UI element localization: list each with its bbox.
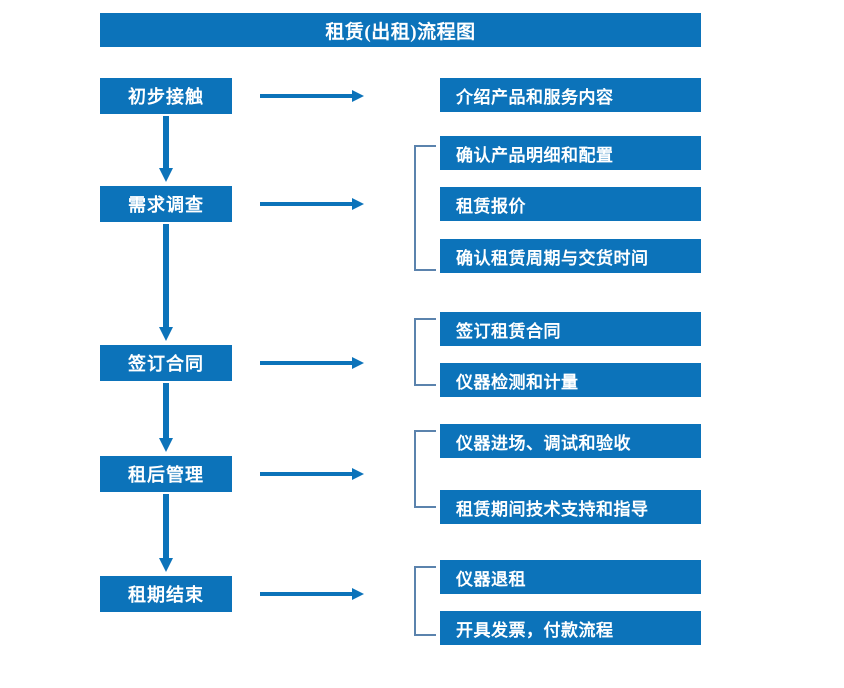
detail-box-rental-quotation[interactable]: 租赁报价 [440, 187, 701, 221]
detail-box-sign-lease-contract[interactable]: 签订租赁合同 [440, 312, 701, 346]
detail-box-confirm-product-spec[interactable]: 确认产品明细和配置 [440, 136, 701, 170]
detail-box-instrument-delivery[interactable]: 仪器进场、调试和验收 [440, 424, 701, 458]
down-arrow-icon-2 [152, 224, 180, 343]
stage-box-initial-contact[interactable]: 初步接触 [100, 78, 232, 114]
stage-box-lease-end[interactable]: 租期结束 [100, 576, 232, 612]
right-arrow-icon-5 [260, 585, 365, 603]
detail-box-confirm-lease-period[interactable]: 确认租赁周期与交货时间 [440, 239, 701, 273]
detail-box-invoice-payment[interactable]: 开具发票，付款流程 [440, 611, 701, 645]
group-bracket-icon-demand-survey [414, 145, 436, 271]
stage-box-sign-contract[interactable]: 签订合同 [100, 345, 232, 381]
down-arrow-icon-3 [152, 383, 180, 454]
down-arrow-icon-4 [152, 494, 180, 574]
right-arrow-icon-2 [260, 195, 365, 213]
right-arrow-icon-4 [260, 465, 365, 483]
right-arrow-icon-1 [260, 87, 365, 105]
stage-box-demand-survey[interactable]: 需求调查 [100, 186, 232, 222]
right-arrow-icon-3 [260, 354, 365, 372]
page-title: 租赁(出租)流程图 [100, 13, 701, 47]
group-bracket-icon-post-rental [414, 430, 436, 508]
detail-box-instrument-return[interactable]: 仪器退租 [440, 560, 701, 594]
group-bracket-icon-lease-end [414, 566, 436, 636]
stage-box-post-rental-management[interactable]: 租后管理 [100, 456, 232, 492]
group-bracket-icon-sign-contract [414, 318, 436, 386]
detail-box-introduce-products[interactable]: 介绍产品和服务内容 [440, 78, 701, 112]
down-arrow-icon-1 [152, 116, 180, 184]
detail-box-instrument-inspection[interactable]: 仪器检测和计量 [440, 363, 701, 397]
detail-box-technical-support[interactable]: 租赁期间技术支持和指导 [440, 490, 701, 524]
